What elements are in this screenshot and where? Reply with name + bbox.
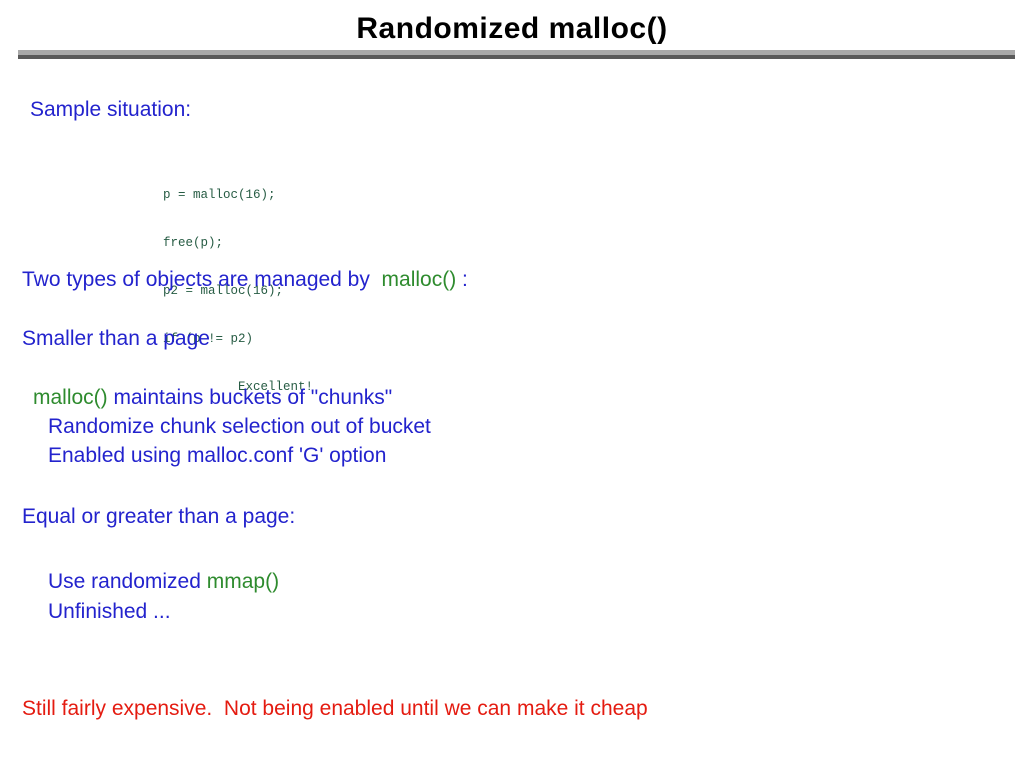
enabled-option-line: Enabled using malloc.conf 'G' option — [48, 444, 387, 467]
code-sample: p = malloc(16); free(p); p2 = malloc(16)… — [163, 155, 313, 427]
code-line: p = malloc(16); — [163, 188, 276, 202]
unfinished-line: Unfinished ... — [48, 600, 171, 623]
code-line: p2 = malloc(16); — [163, 284, 284, 298]
slide-title: Randomized malloc() — [356, 12, 668, 45]
buckets-text: maintains buckets of "chunks" — [107, 386, 393, 409]
malloc-keyword: malloc() — [381, 268, 457, 291]
smaller-than-page-heading: Smaller than a page — [22, 327, 210, 350]
randomize-chunk-line: Randomize chunk selection out of bucket — [48, 415, 431, 438]
sample-situation-label: Sample situation: — [30, 98, 192, 121]
two-types-colon: : — [456, 268, 468, 291]
equal-or-greater-heading: Equal or greater than a page: — [22, 505, 296, 528]
code-line: if (p != p2) — [163, 332, 254, 346]
use-randomized-line: Use randomized mmap() — [48, 570, 279, 594]
two-types-line: Two types of objects are managed by mall… — [22, 268, 468, 292]
code-line: free(p); — [163, 236, 224, 250]
malloc-keyword: malloc() — [33, 386, 108, 409]
title-underline-rule — [18, 50, 1015, 59]
expensive-warning-line: Still fairly expensive. Not being enable… — [22, 697, 648, 720]
use-randomized-text: Use randomized — [48, 570, 207, 593]
buckets-line: malloc() maintains buckets of "chunks" — [33, 386, 392, 410]
code-line: Excellent! — [163, 380, 314, 394]
rule-bottom-band — [18, 55, 1015, 59]
mmap-keyword: mmap() — [206, 570, 280, 593]
rule-top-band — [18, 50, 1015, 55]
two-types-text: Two types of objects are managed by — [22, 268, 382, 291]
